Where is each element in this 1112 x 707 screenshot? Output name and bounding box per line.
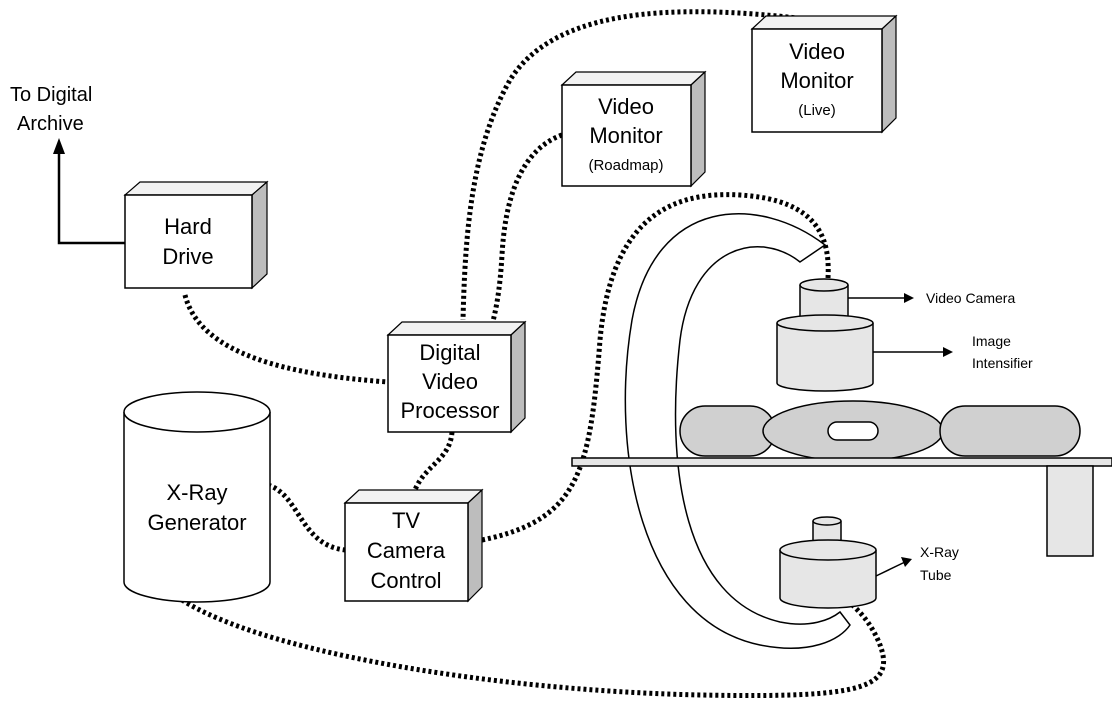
monitor-roadmap-label-line1: Video [598,94,654,119]
tv-camera-control-box: TV Camera Control [343,488,484,603]
monitor-roadmap-label-line2: Monitor [589,123,662,148]
patient-table-leg [1046,465,1094,557]
monitor-live-label-sub: (Live) [798,102,836,119]
digital-video-processor-box: Digital Video Processor [386,320,527,434]
image-intensifier-label-line2: Intensifier [972,355,1033,371]
archive-arrow-head [53,138,65,154]
cable-harddrive-dvp [182,294,389,385]
xray-tube [779,516,877,609]
monitor-live-label-line1: Video [789,39,845,64]
tvcc-label-line2: Camera [367,538,446,563]
xray-tube-label-line2: Tube [920,567,952,583]
tvcc-label-line3: Control [371,568,442,593]
monitor-live-label-line2: Monitor [780,68,853,93]
hard-drive-label-line2: Drive [162,244,213,269]
dvp-label-line1: Digital [419,340,480,365]
monitor-roadmap-label-sub: (Roadmap) [588,157,663,174]
image-intensifier-arrow-head [943,347,953,357]
dvp-label-line3: Processor [400,398,499,423]
xray-generator-label-line1: X-Ray [166,480,227,505]
hard-drive-box: Hard Drive [123,180,269,290]
cable-dvp-tvcc [412,431,455,492]
video-monitor-roadmap-box: Video Monitor (Roadmap) [560,70,707,188]
video-monitor-live-box: Video Monitor (Live) [750,14,898,134]
tvcc-label-line1: TV [392,508,420,533]
cable-generator-tube [180,597,886,699]
image-intensifier-label-line1: Image [972,333,1011,349]
xray-tube-arrow-head [901,557,912,567]
cable-tvcc-camera [481,192,831,543]
patient-table-top [571,457,1112,467]
xray-tube-arrow-line [875,561,906,577]
patient [679,400,1081,462]
video-camera-label: Video Camera [926,290,1015,306]
dvp-label-line2: Video [422,369,478,394]
c-arm [624,213,851,649]
archive-label-line1: To Digital [10,84,92,106]
xray-tube-label-line1: X-Ray [920,544,959,560]
hard-drive-label-line1: Hard [164,214,212,239]
cable-live-monitor [460,9,831,321]
xray-generator-cylinder: X-Ray Generator [123,391,271,603]
cable-generator-tvcc [267,482,346,553]
xray-generator-label-line2: Generator [147,510,246,535]
image-intensifier [776,314,874,392]
archive-arrow-line [57,153,125,245]
archive-label-line2: Archive [17,113,84,135]
video-camera-arrow-head [904,293,914,303]
cable-roadmap-monitor [489,132,563,326]
